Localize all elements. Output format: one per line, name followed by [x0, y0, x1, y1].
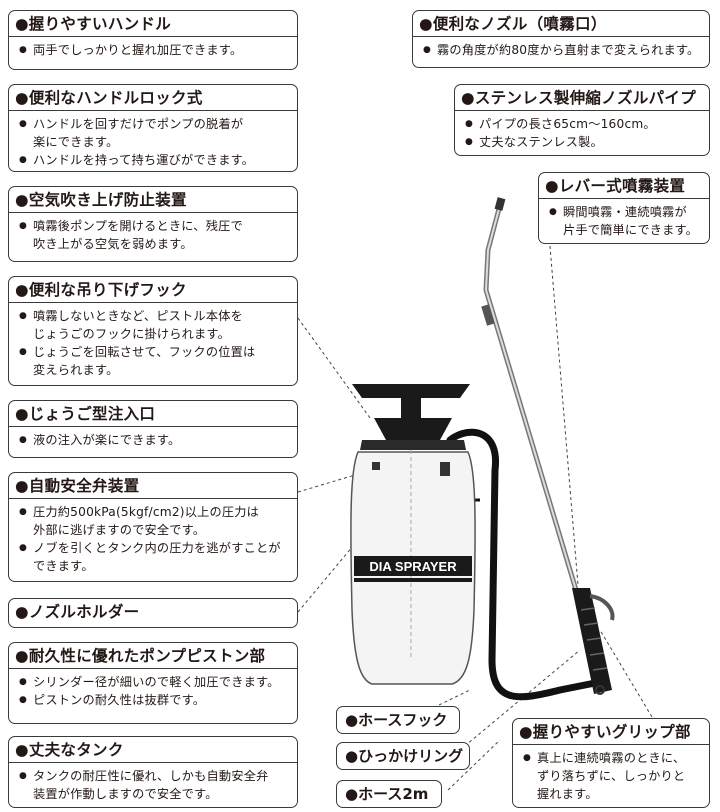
safety-valve-knob	[372, 462, 380, 470]
label-stripe	[354, 578, 472, 582]
feature-box-handle: ●握りやすいハンドル 両手でしっかりと握れ加圧できます。	[8, 10, 298, 70]
hose	[446, 428, 604, 701]
hanging-ring	[595, 685, 605, 695]
feature-box-air-blowback: ●空気吹き上げ防止装置 噴霧後ポンプを開けるときに、残圧で 吹き上がる空気を弱め…	[8, 186, 298, 262]
nozzle-holder	[440, 462, 450, 476]
product-label-band	[354, 556, 472, 576]
divider	[9, 302, 297, 303]
feature-title: ●自動安全弁装置	[15, 477, 140, 495]
divider	[9, 668, 297, 669]
feature-box-lever-sprayer: ●レバー式噴霧装置 瞬間噴霧・連続噴霧が 片手で簡単にできます。	[538, 172, 710, 244]
feature-title: ●ステンレス製伸縮ノズルパイプ	[461, 89, 697, 107]
funnel-inlet	[374, 418, 452, 440]
pump-handle	[352, 384, 470, 398]
feature-box-grip: ●握りやすいグリップ部 真上に連続噴霧のときに、 ずり落ちずに、しっかりと 握れ…	[512, 718, 710, 808]
feature-title: ●丈夫なタンク	[15, 741, 124, 759]
spray-lever	[589, 594, 615, 621]
nozzle-pipe-shine	[484, 204, 577, 591]
feature-item: シリンダー径が細いので軽く加圧できます。	[19, 673, 291, 691]
feature-title: ●便利なハンドルロック式	[15, 89, 203, 107]
divider	[9, 212, 297, 213]
product-label: DIA SPRAYER	[369, 559, 457, 574]
feature-item: ピストンの耐久性は抜群です。	[19, 691, 291, 709]
feature-title: ●握りやすいハンドル	[15, 15, 172, 33]
divider	[9, 762, 297, 763]
divider	[539, 198, 709, 199]
feature-title: ●便利なノズル（噴霧口）	[419, 15, 607, 33]
feature-item: ハンドルを回すだけでポンプの脱着が 楽にできます。	[19, 115, 291, 151]
tag-hanging-ring: ●ひっかけリング	[336, 742, 470, 770]
pipe-joint	[481, 304, 495, 326]
feature-box-safety-valve: ●自動安全弁装置 圧力約500kPa(5kgf/cm2)以上の圧力は 外部に逃げ…	[8, 472, 298, 582]
feature-item: 液の注入が楽にできます。	[19, 431, 291, 449]
feature-title: ●便利な吊り下げフック	[15, 281, 187, 299]
feature-box-tank: ●丈夫なタンク タンクの耐圧性に優れ、しかも自動安全弁 装置が作動しますので安全…	[8, 736, 298, 808]
nozzle-tip	[494, 197, 506, 211]
feature-box-hanging-hook: ●便利な吊り下げフック 噴霧しないときなど、ピストル本体を じょうごのフックに掛…	[8, 276, 298, 386]
feature-title: ●じょうご型注入口	[15, 405, 156, 423]
tank-shoulder	[360, 440, 466, 450]
divider	[455, 110, 709, 111]
feature-item: ノブを引くとタンク内の圧力を逃がすことが できます。	[19, 539, 291, 575]
feature-box-pump-piston: ●耐久性に優れたポンプピストン部 シリンダー径が細いので軽く加圧できます。 ピス…	[8, 642, 298, 724]
divider	[513, 744, 709, 745]
divider	[9, 498, 297, 499]
feature-title: ●ノズルホルダー	[15, 603, 140, 621]
feature-item: 両手でしっかりと握れ加圧できます。	[19, 41, 291, 59]
feature-item: 真上に連続噴霧のときに、 ずり落ちずに、しっかりと 握れます。	[523, 749, 703, 803]
feature-title: ●空気吹き上げ防止装置	[15, 191, 187, 209]
feature-title: ●握りやすいグリップ部	[519, 723, 691, 741]
feature-box-funnel-inlet: ●じょうご型注入口 液の注入が楽にできます。	[8, 400, 298, 458]
feature-box-nozzle-holder: ●ノズルホルダー	[8, 598, 298, 628]
feature-item: パイプの長さ65cm～160cm。	[465, 115, 703, 133]
feature-box-nozzle-pipe: ●ステンレス製伸縮ノズルパイプ パイプの長さ65cm～160cm。 丈夫なステン…	[454, 84, 710, 156]
divider	[413, 36, 709, 37]
tag-hose-hook: ●ホースフック	[336, 706, 460, 734]
divider	[9, 36, 297, 37]
grip	[572, 588, 612, 694]
feature-item: 瞬間噴霧・連続噴霧が 片手で簡単にできます。	[549, 203, 703, 239]
divider	[9, 110, 297, 111]
feature-item: 圧力約500kPa(5kgf/cm2)以上の圧力は 外部に逃げますので安全です。	[19, 503, 291, 539]
divider	[9, 426, 297, 427]
feature-box-nozzle: ●便利なノズル（噴霧口） 霧の角度が約80度から直射まで変えられます。	[412, 10, 710, 68]
feature-item: 丈夫なステンレス製。	[465, 133, 703, 151]
feature-item: 噴霧しないときなど、ピストル本体を じょうごのフックに掛けられます。	[19, 307, 291, 343]
feature-item: じょうごを回転させて、フックの位置は 変えられます。	[19, 343, 291, 379]
feature-title: ●耐久性に優れたポンプピストン部	[15, 647, 266, 665]
pump-shaft	[401, 398, 421, 420]
tag-hose: ●ホース2m	[336, 780, 442, 808]
feature-item: 霧の角度が約80度から直射まで変えられます。	[423, 41, 703, 59]
leader-lines	[297, 221, 656, 791]
feature-item: ハンドルを持って持ち運びができます。	[19, 151, 291, 169]
feature-item: 噴霧後ポンプを開けるときに、残圧で 吹き上がる空気を弱めます。	[19, 217, 291, 253]
feature-title: ●レバー式噴霧装置	[545, 177, 686, 195]
grip-ridges	[580, 607, 608, 671]
feature-box-handle-lock: ●便利なハンドルロック式 ハンドルを回すだけでポンプの脱着が 楽にできます。 ハ…	[8, 84, 298, 172]
feature-item: タンクの耐圧性に優れ、しかも自動安全弁 装置が作動しますので安全です。	[19, 767, 291, 803]
